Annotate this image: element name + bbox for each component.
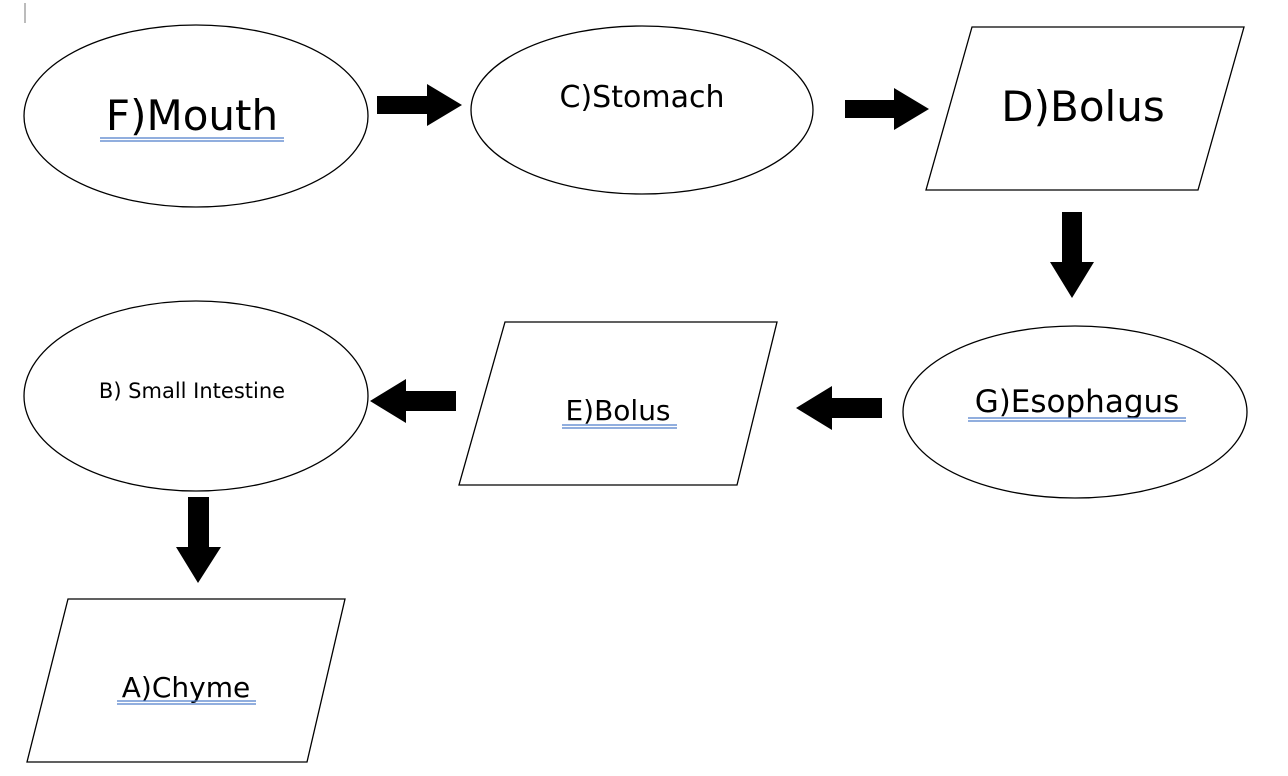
small-intestine-label: B) Small Intestine <box>99 379 285 403</box>
chyme-parallelogram <box>26 598 346 763</box>
arrow-bolus-to-esophagus <box>1050 212 1094 298</box>
node-bolus-top[interactable]: D)Bolus <box>925 26 1245 191</box>
node-mouth[interactable]: F)Mouth <box>23 24 369 208</box>
esophagus-ellipse <box>902 325 1248 499</box>
bolus-mid-parallelogram <box>458 321 778 486</box>
chyme-label: A)Chyme <box>122 671 250 704</box>
bolus-mid-label: E)Bolus <box>565 394 670 427</box>
esophagus-label: G)Esophagus <box>975 384 1180 420</box>
mouth-ellipse <box>23 24 369 208</box>
bolus-top-label: D)Bolus <box>1001 82 1164 131</box>
arrow-mouth-to-stomach <box>377 84 462 126</box>
node-stomach[interactable]: C)Stomach <box>470 25 814 195</box>
arrow-esophagus-to-bolus <box>796 386 882 430</box>
mouth-label: F)Mouth <box>106 91 278 140</box>
arrow-stomach-to-bolus <box>845 88 929 130</box>
node-chyme[interactable]: A)Chyme <box>26 598 346 763</box>
arrow-small-intestine-to-chyme <box>176 497 221 583</box>
node-small-intestine[interactable]: B) Small Intestine <box>23 300 369 492</box>
stomach-label: C)Stomach <box>560 80 725 115</box>
arrow-bolus-to-small-intestine <box>370 379 456 423</box>
small-intestine-ellipse <box>23 300 369 492</box>
node-esophagus[interactable]: G)Esophagus <box>902 325 1248 499</box>
stomach-ellipse <box>470 25 814 195</box>
bolus-top-parallelogram <box>925 26 1245 191</box>
node-bolus-mid[interactable]: E)Bolus <box>458 321 778 486</box>
